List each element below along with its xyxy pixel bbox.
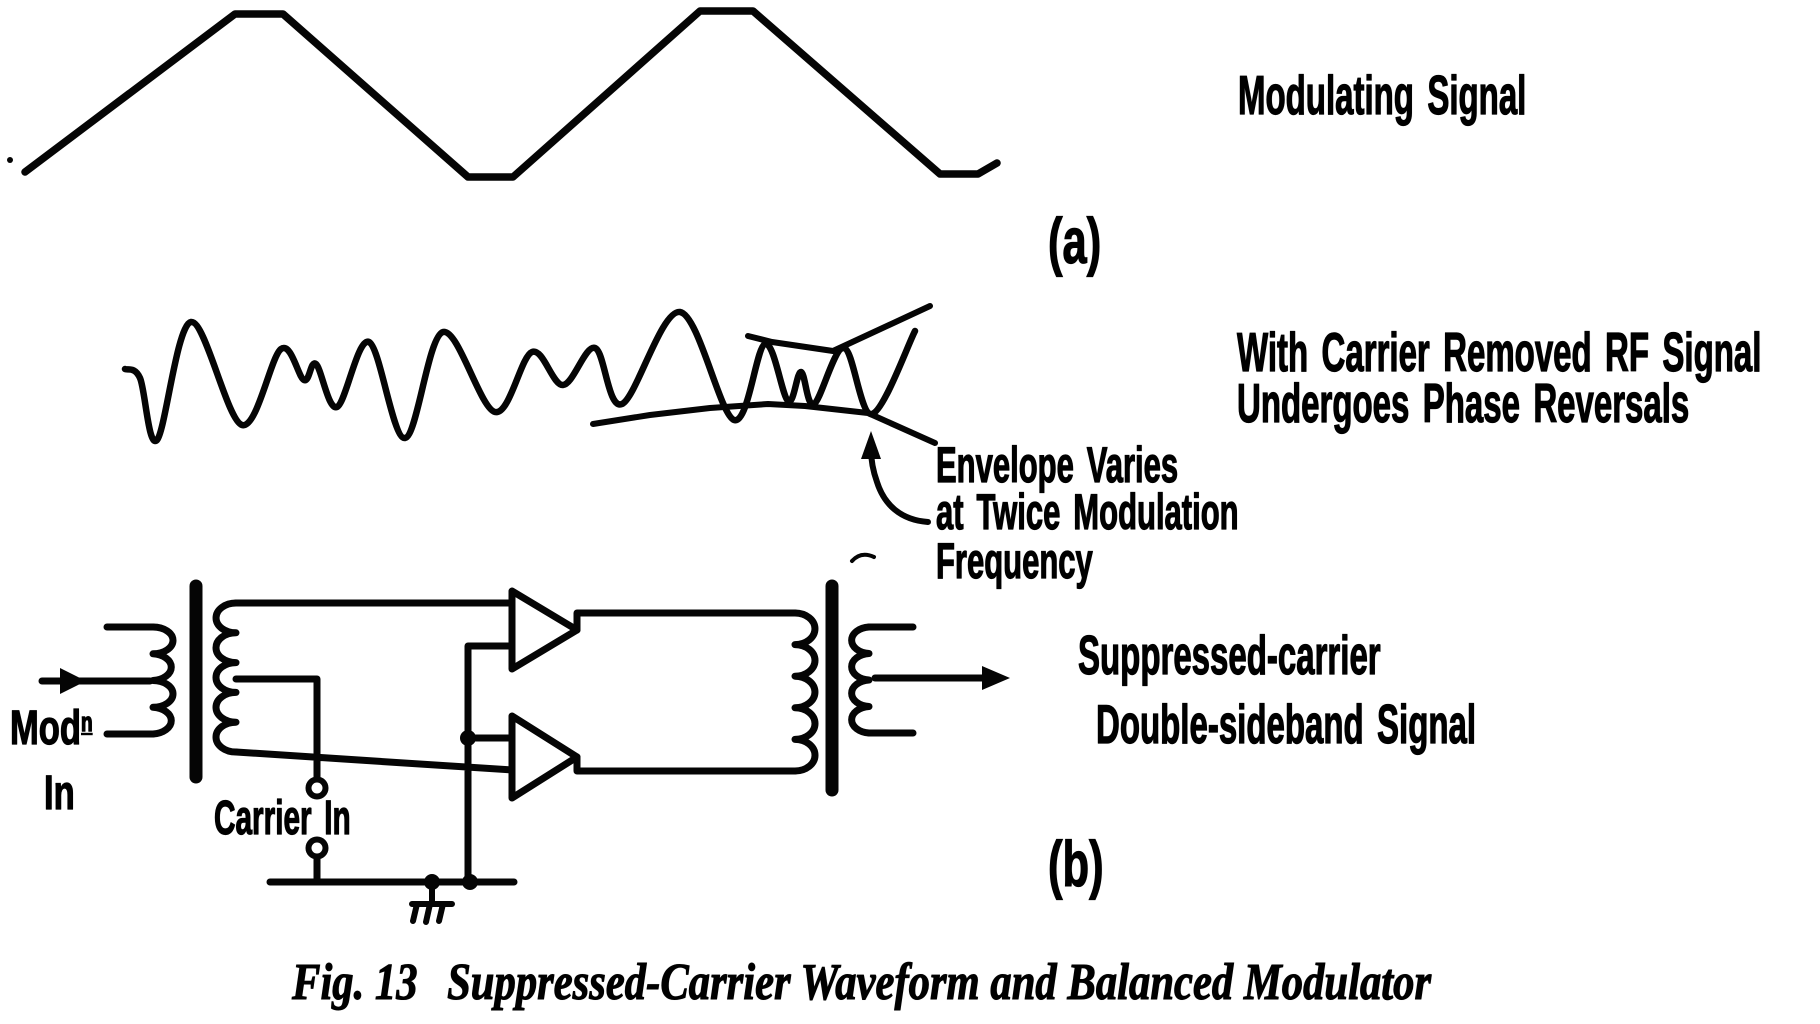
balanced-modulator-circuit [38,579,994,925]
input-transformer-secondary-coil [212,599,240,756]
modulating-signal-waveform [21,7,1001,181]
output-signal-line1: Suppressed-carrier [1078,624,1381,686]
carrier-in-terminal-bottom [305,836,329,860]
junction-dot [424,874,440,890]
amplifier-triangle-bottom [508,712,581,802]
scan-speck [7,157,13,163]
rf-caption-line2: Undergoes Phase Reversals [1237,372,1690,434]
part-a-label: (a) [1048,205,1102,277]
mod-input-base: Mod [10,702,82,755]
suppressed-carrier-rf-waveform [121,308,919,445]
ground-icon [409,879,455,925]
junction-dot [460,730,476,746]
part-b-label: (b) [1048,828,1104,900]
input-transformer-primary-coil [149,623,177,738]
modulating-signal-label: Modulating Signal [1238,64,1527,126]
envelope-note-line3: Frequency [936,533,1094,589]
envelope-lower-line [590,401,938,446]
envelope-arrowhead [861,431,881,459]
envelope-note-line2: at Twice Modulation [936,484,1239,540]
rf-caption-line1: With Carrier Removed RF Signal [1237,321,1762,383]
mod-input-superscript: n [81,706,93,737]
output-transformer-primary-coil [791,609,819,775]
mod-input-label: Modn [10,702,93,755]
mod-input-label-line2: In [44,767,76,820]
carrier-in-label: Carrier In [214,792,351,845]
amplifier-triangle-top [508,587,581,673]
output-transformer-secondary-coil [848,623,873,737]
envelope-note-line1: Envelope Varies [936,437,1179,493]
output-signal-line2: Double-sideband Signal [1096,693,1477,755]
envelope-upper-line [745,303,933,354]
circuit-wires [38,599,994,886]
mod-input-arrowhead [60,668,86,694]
figure-caption: Fig. 13 Suppressed-Carrier Waveform and B… [292,954,1432,1011]
envelope-pointer-curve [868,446,931,525]
output-arrowhead [982,666,1010,690]
stray-scan-mark [850,552,876,563]
junction-dot [462,874,478,890]
figure-number: Fig. 13 [292,954,418,1011]
figure-title: Suppressed-Carrier Waveform and Balanced… [447,954,1432,1011]
carrier-in-terminal-top [305,776,329,800]
